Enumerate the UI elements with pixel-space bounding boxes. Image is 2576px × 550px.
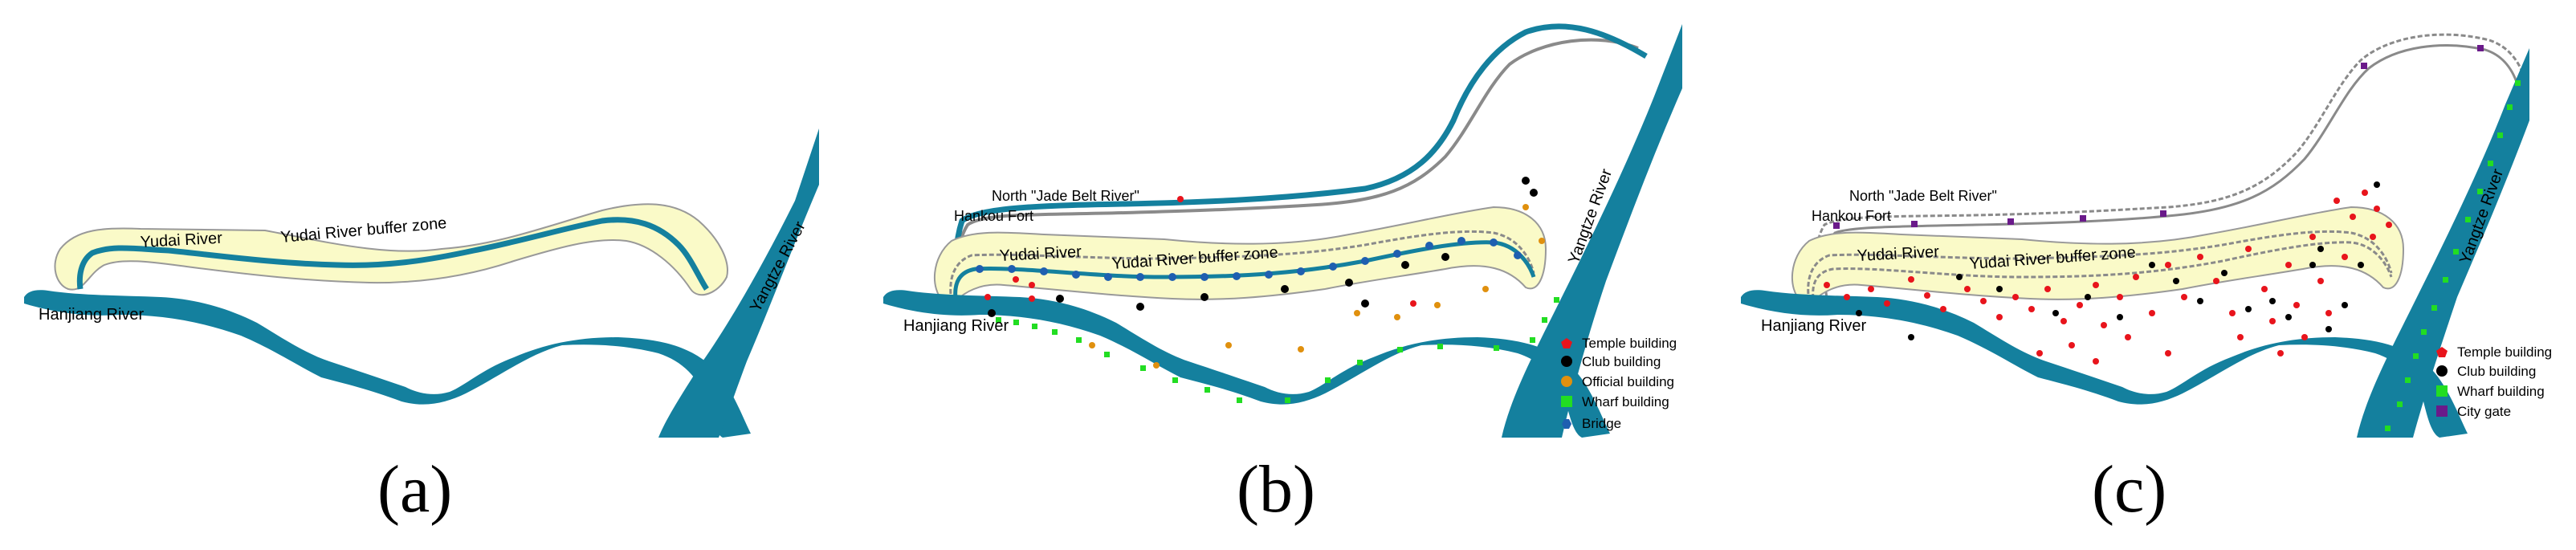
legend-label: Temple building: [2457, 344, 2552, 360]
hanjiang-river: [24, 290, 751, 438]
legend-label: Official building: [1582, 374, 1674, 389]
pentagon-icon: [1561, 338, 1572, 348]
hanjiang-river: [883, 290, 1610, 438]
legend-label: Club building: [1582, 354, 1661, 369]
panel-b-map: North "Jade Belt River" Hankou Fort Yuda…: [883, 23, 1682, 438]
buffer-wall-line: [1807, 230, 2393, 302]
square-icon: [2436, 385, 2448, 397]
jade-belt-river: [952, 23, 1648, 302]
yangtze-river: [658, 128, 819, 438]
circle-icon: [1561, 376, 1572, 387]
buffer-zone: [54, 203, 728, 296]
legend-item-club: Club building: [1561, 354, 1661, 369]
map-label-yangtze-river: Yangtze River: [747, 218, 809, 315]
wharf-markers: [996, 297, 1559, 403]
legend-label: Club building: [2457, 364, 2536, 379]
club-markers: [988, 177, 1538, 317]
official-markers: [1089, 204, 1545, 369]
circle-icon: [2436, 365, 2448, 377]
city-wall-inner: [1824, 44, 2519, 299]
map-label-buffer-zone: Yudai River buffer zone: [280, 214, 448, 246]
buffer-zone: [933, 206, 1547, 302]
legend-item-wharf: Wharf building: [2436, 384, 2545, 399]
circle-icon: [1561, 356, 1572, 367]
legend-label: Temple building: [1582, 336, 1677, 351]
temple-markers: [1824, 189, 2392, 365]
legend-item-wharf: Wharf building: [1561, 394, 1669, 409]
legend-label: Bridge: [1582, 416, 1621, 431]
temple-markers: [984, 196, 1416, 307]
map-label-yudai-river: Yudai River: [1857, 243, 1940, 265]
yangtze-river: [1502, 24, 1682, 438]
legend: Temple building Club building Official b…: [1561, 336, 1677, 431]
city-wall: [956, 38, 1639, 298]
legend-label: Wharf building: [1582, 394, 1669, 409]
panel-c-map: North "Jade Belt River" Hankou Fort Yuda…: [1741, 33, 2552, 438]
legend-item-club: Club building: [2436, 364, 2536, 379]
panel-label-b: (b): [1237, 452, 1315, 527]
map-label-yudai-river: Yudai River: [999, 243, 1082, 265]
map-label-hanjiang-river: Hanjiang River: [1761, 317, 1867, 335]
buffer-zone: [1791, 206, 2405, 302]
yudai-wall-line: [1812, 241, 2393, 299]
yangtze-river: [2357, 48, 2529, 438]
city-gate-markers: [1833, 45, 2484, 229]
yudai-river: [76, 217, 709, 291]
buffer-wall-line: [949, 230, 1535, 302]
map-label-hankou-fort: Hankou Fort: [1812, 208, 1891, 224]
panel-label-a: (a): [377, 452, 453, 527]
panel-label-c: (c): [2092, 452, 2167, 527]
map-label-yudai-river: Yudai River: [140, 230, 223, 251]
map-label-hankou-fort: Hankou Fort: [954, 208, 1033, 224]
panel-a-map: Yudai River Yudai River buffer zone Hanj…: [24, 128, 819, 438]
legend-label: City gate: [2457, 404, 2511, 419]
city-wall: [1814, 33, 2527, 298]
bridge-markers: [976, 237, 1522, 281]
map-label-hanjiang-river: Hanjiang River: [39, 306, 145, 324]
legend-item-city-gate: City gate: [2436, 404, 2511, 419]
map-label-hanjiang-river: Hanjiang River: [903, 317, 1009, 335]
pentagon-icon: [2436, 347, 2448, 357]
hanjiang-river: [1741, 290, 2468, 438]
square-icon: [2436, 405, 2448, 417]
legend-item-official: Official building: [1561, 374, 1674, 389]
legend-item-bridge: Bridge: [1562, 416, 1621, 431]
legend: Temple building Club building Wharf buil…: [2436, 344, 2552, 419]
club-markers: [1856, 181, 2380, 340]
hexagon-icon: [1562, 419, 1571, 429]
map-label-jade-belt-river: North "Jade Belt River": [1849, 188, 1997, 204]
map-label-jade-belt-river: North "Jade Belt River": [992, 188, 1139, 204]
square-icon: [1561, 396, 1572, 407]
legend-label: Wharf building: [2457, 384, 2545, 399]
wharf-markers: [2385, 80, 2521, 431]
legend-item-temple: Temple building: [1561, 336, 1677, 351]
legend-item-temple: Temple building: [2436, 344, 2552, 360]
